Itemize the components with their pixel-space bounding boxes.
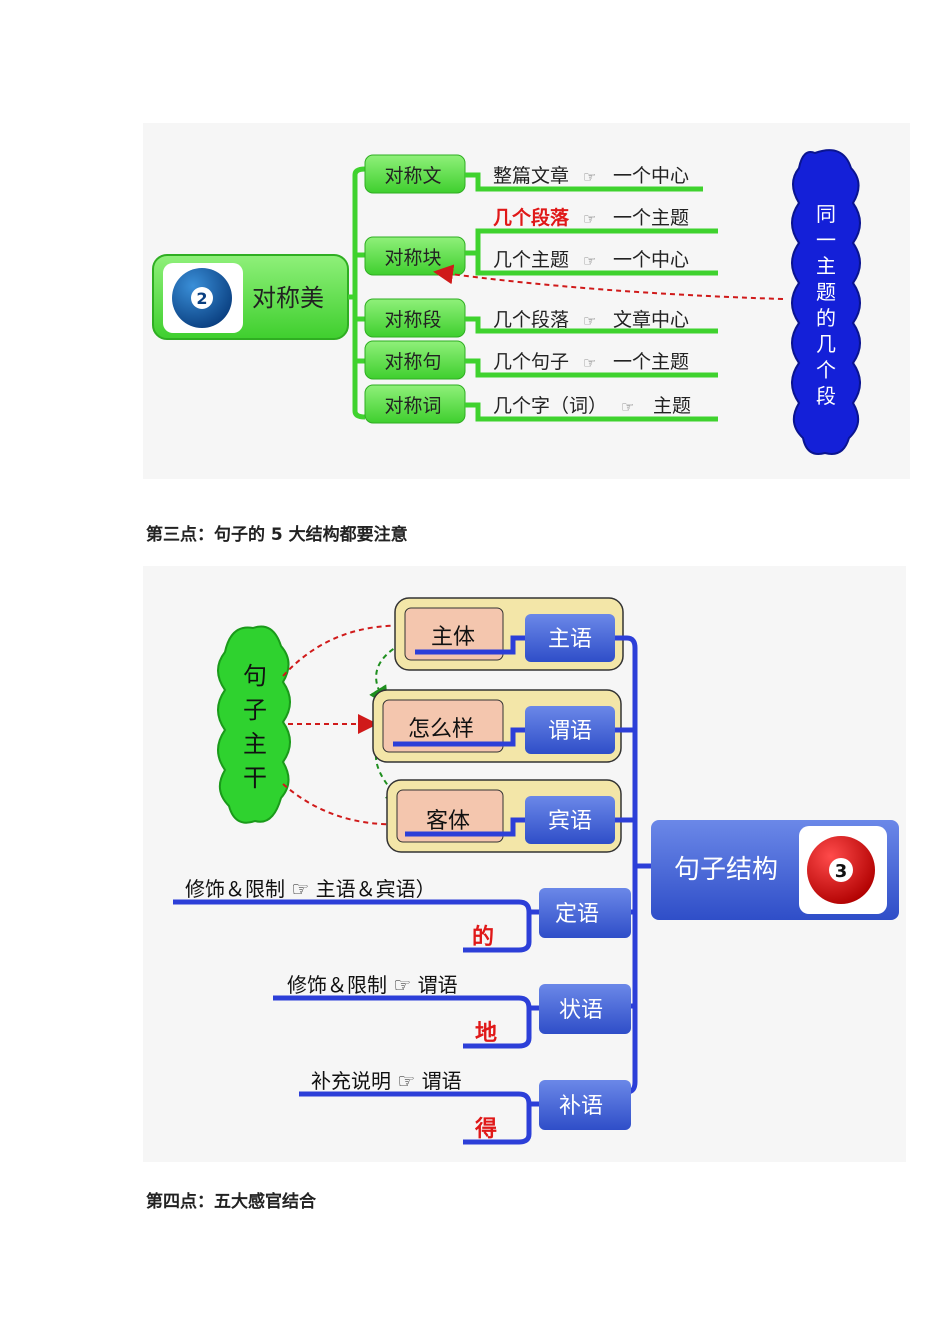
- branch-label: 对称句: [384, 351, 441, 373]
- cloud-char: 同: [816, 202, 836, 226]
- leaf-right: 主题: [653, 395, 691, 417]
- center-label: 句子结构: [674, 855, 778, 885]
- branch-label: 对称块: [384, 247, 441, 269]
- branch-duichengci: 对称词: [364, 384, 466, 424]
- core-outer-label: 宾语: [548, 809, 592, 834]
- dashed-arrow: [433, 264, 784, 300]
- leaf-right: 一个中心: [613, 249, 689, 271]
- center-number: 2: [196, 289, 207, 308]
- cloud-char: 段: [816, 384, 836, 408]
- leaf-right: 一个主题: [613, 351, 689, 373]
- leaf-right: 文章中心: [613, 309, 689, 331]
- modifier-label: 定语: [555, 902, 599, 927]
- core-outer-label: 谓语: [548, 719, 592, 744]
- leaf-left-highlight: 几个段落: [493, 206, 570, 229]
- cloud-char: 的: [816, 306, 836, 330]
- cloud-char: 主: [816, 254, 836, 278]
- center-node: 2 对称美: [152, 254, 349, 340]
- core-inner-label: 怎么样: [408, 717, 474, 742]
- cloud-char: 主: [243, 730, 267, 758]
- core-outer-label: 主语: [548, 627, 592, 652]
- leaf-left: 几个主题: [493, 249, 569, 271]
- cloud-char: 句: [243, 662, 267, 690]
- pointing-hand-icon: ☞: [583, 354, 596, 372]
- branch-label: 对称文: [384, 165, 441, 187]
- pointing-hand-icon: ☞: [583, 252, 596, 270]
- blue-cloud: 同 一 主 题 的 几 个 段: [791, 149, 861, 455]
- center-label: 对称美: [252, 284, 324, 312]
- cloud-char: 干: [243, 764, 267, 792]
- section-heading-3: 第三点：句子的 5 大结构都要注意: [146, 525, 408, 545]
- cloud-char: 题: [816, 280, 836, 304]
- center-number: 3: [835, 861, 848, 882]
- core-inner-label: 客体: [426, 809, 470, 834]
- leaf-left: 几个字（词）: [493, 395, 607, 417]
- leaf-left: 整篇文章: [493, 165, 569, 187]
- core-row-object: 客体 宾语: [386, 779, 622, 853]
- particle-label: 得: [474, 1116, 497, 1142]
- core-inner-label: 主体: [431, 625, 475, 650]
- sentence-structure-mindmap: 句 子 主 干 主体 主语 怎么样 谓语 客体 宾语: [143, 566, 906, 1162]
- modifier-label: 补语: [559, 1094, 603, 1119]
- branch-duichengduan: 对称段: [364, 298, 466, 338]
- section-heading-4: 第四点：五大感官结合: [146, 1192, 316, 1212]
- leaf-left: 几个句子: [493, 351, 569, 373]
- particle-label: 的: [472, 924, 494, 950]
- leaf-left: 几个段落: [493, 309, 569, 331]
- pointing-hand-icon: ☞: [583, 168, 596, 186]
- pointing-hand-icon: ☞: [621, 398, 634, 416]
- particle-label: 地: [475, 1021, 497, 1046]
- leaf-right: 一个主题: [613, 207, 689, 229]
- center-node: 句子结构 3: [651, 820, 899, 920]
- branch-duichengkuai: 对称块: [364, 236, 466, 276]
- core-row-subject: 主体 主语: [394, 597, 624, 671]
- cloud-char: 个: [816, 358, 836, 382]
- modifier-complement: 补语 补充说明 ☞ 谓语 得: [299, 1069, 631, 1145]
- pointing-hand-icon: ☞: [583, 210, 596, 228]
- symmetry-mindmap: 2 对称美 对称文 对称块 对称段 对称句 对称词 整篇文章 ☞ 一个中: [143, 123, 910, 479]
- pointing-hand-icon: ☞: [583, 312, 596, 330]
- core-row-predicate: 怎么样 谓语: [372, 689, 622, 763]
- cloud-char: 子: [243, 696, 267, 724]
- modifier-adverbial: 状语 修饰＆限制 ☞ 谓语 地: [273, 973, 631, 1049]
- branch-duichengju: 对称句: [364, 340, 466, 380]
- branch-label: 对称词: [384, 395, 441, 417]
- modifier-label: 状语: [559, 998, 603, 1023]
- branch-label: 对称段: [384, 309, 441, 331]
- modifier-desc: 修饰＆限制 ☞ 谓语: [287, 973, 458, 997]
- cloud-char: 几: [816, 332, 836, 356]
- leaf-right: 一个中心: [613, 165, 689, 187]
- modifier-desc: 修饰＆限制 ☞ 主语＆宾语）: [185, 877, 436, 901]
- branch-duichengwen: 对称文: [364, 154, 466, 194]
- modifier-desc: 补充说明 ☞ 谓语: [311, 1069, 462, 1093]
- modifier-attributive: 定语 修饰＆限制 ☞ 主语＆宾语） 的: [173, 877, 631, 953]
- green-cloud: 句 子 主 干: [217, 625, 291, 824]
- cloud-char: 一: [816, 228, 836, 252]
